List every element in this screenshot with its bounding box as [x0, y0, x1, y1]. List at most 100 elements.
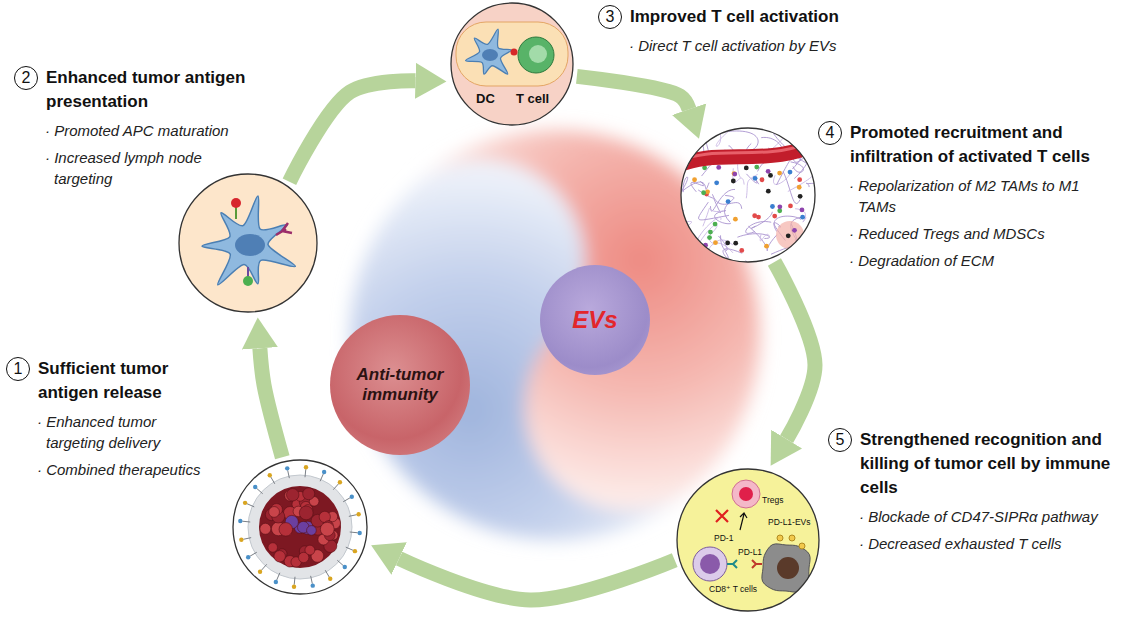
ecm-fiber [746, 260, 754, 287]
bullet-point: · Blockade of CD47-SIPRα pathway [828, 506, 1120, 527]
ecm-fiber [693, 253, 713, 265]
immune-cell-dot [701, 190, 706, 195]
immune-cell-dot [766, 169, 771, 174]
surface-ligand [242, 521, 250, 523]
immune-cell-dot [726, 199, 731, 204]
immune-cell-dot [744, 165, 749, 170]
immune-cell-dot [708, 230, 713, 235]
immune-cell-dot [756, 215, 761, 220]
immune-cell-dot [692, 177, 697, 182]
surface-ligand [261, 564, 266, 570]
step-circle: 2Enhanced tumor antigen presentation· Pr… [178, 173, 318, 313]
ecm-fiber [675, 145, 689, 155]
ecm-fiber [746, 174, 758, 184]
block-cross [716, 510, 728, 522]
immune-cell-dot [788, 203, 793, 208]
ecm-fiber [672, 260, 702, 276]
surface-ligand [257, 488, 263, 493]
induction-arrow [740, 513, 747, 530]
concept-label: Anti-tumor immunity [342, 365, 458, 406]
dendritic-cell [202, 196, 295, 285]
ligand-dot [258, 570, 262, 574]
step-caption: 1Sufficient tumor antigen release· Enhan… [6, 357, 218, 480]
immune-cell-dot [770, 204, 775, 209]
illustration-art [693, 480, 810, 592]
nucleus [235, 234, 265, 256]
illustration-label: Tregs [762, 496, 783, 506]
dendritic-cell [466, 29, 512, 74]
immune-cell-dot [760, 177, 765, 182]
tumor-mass [259, 486, 341, 568]
ligand-dot [246, 555, 250, 559]
illustration-art [456, 22, 568, 86]
ligand-dot [285, 466, 289, 470]
illustration-label: PD-L1-EVs [768, 518, 811, 528]
circle-ground [451, 3, 573, 125]
step-illustration [680, 127, 816, 263]
bullet-point: · Reduced Tregs and MDSCs [818, 223, 1118, 244]
ecm-fiber [674, 149, 681, 169]
receptor-stem [247, 267, 249, 277]
cycle-arrow [260, 348, 282, 457]
immune-cell-dot [707, 235, 712, 240]
immune-cell-dot [714, 180, 719, 185]
ligand-dot [322, 470, 326, 474]
ecm-fiber [682, 182, 709, 191]
step-heading: Promoted recruitment and infiltration of… [850, 121, 1118, 169]
ligand-dot [253, 485, 257, 489]
heading-row: 3Improved T cell activation [598, 5, 898, 29]
immune-cell-dot [766, 189, 771, 194]
tissue-patch [776, 221, 804, 249]
heading-row: 4Promoted recruitment and infiltration o… [818, 121, 1118, 169]
nucleus [739, 487, 753, 501]
illustration-art [663, 127, 826, 287]
ligand-dot [239, 538, 243, 542]
illustration-art [238, 465, 362, 589]
pdl1-ligand [752, 560, 762, 568]
bullet-point: · Repolarization of M2 TAMs to M1 TAMs [818, 175, 1118, 217]
immune-cell-dot [739, 248, 744, 253]
ecm-fiber [751, 212, 772, 229]
pd1-receptor [727, 560, 737, 568]
circle-border [681, 128, 815, 262]
step-caption: 5Strengthened recognition and killing of… [828, 428, 1120, 554]
step-illustration [450, 2, 574, 126]
step-heading: Sufficient tumor antigen release [38, 357, 218, 405]
step-number: 5 [828, 428, 852, 452]
illustration-label: PD-1 [714, 534, 733, 544]
immune-cell-dot [764, 244, 769, 249]
immune-cell-dot [733, 217, 738, 222]
surface-ligand [277, 573, 280, 580]
ligand-dot [292, 585, 296, 589]
ecm-fiber [788, 162, 816, 192]
ligand-dot [311, 583, 315, 587]
ev-dot [511, 49, 518, 56]
surface-ligand [294, 577, 296, 585]
step-number: 2 [14, 66, 38, 90]
step-illustration [232, 459, 368, 595]
tumor-cell [299, 506, 313, 520]
immune-cell-dot [792, 228, 797, 233]
illustration-label: PD-L1 [738, 548, 762, 558]
ligand-dot [358, 531, 362, 535]
ligand-dot [350, 495, 354, 499]
pdl1-ev [777, 535, 783, 541]
tumor-cell [286, 489, 298, 501]
immune-cell-dot [797, 185, 802, 190]
nucleus [482, 49, 498, 61]
surface-ligand [320, 474, 323, 481]
immune-cell-dot [753, 176, 758, 181]
tumor-cell [303, 488, 315, 500]
ecm-fiber [724, 195, 733, 222]
cycle-arrow [774, 262, 815, 439]
immune-cell-dot [772, 214, 777, 219]
ecm-fiber [698, 217, 721, 239]
ecm-fiber [792, 131, 804, 141]
vesicle-shell [248, 475, 352, 579]
ligand-dot [343, 565, 347, 569]
nucleus [777, 557, 799, 579]
step-number: 1 [6, 357, 30, 381]
ligand-dot [243, 501, 247, 505]
ecm-fiber [691, 181, 704, 192]
